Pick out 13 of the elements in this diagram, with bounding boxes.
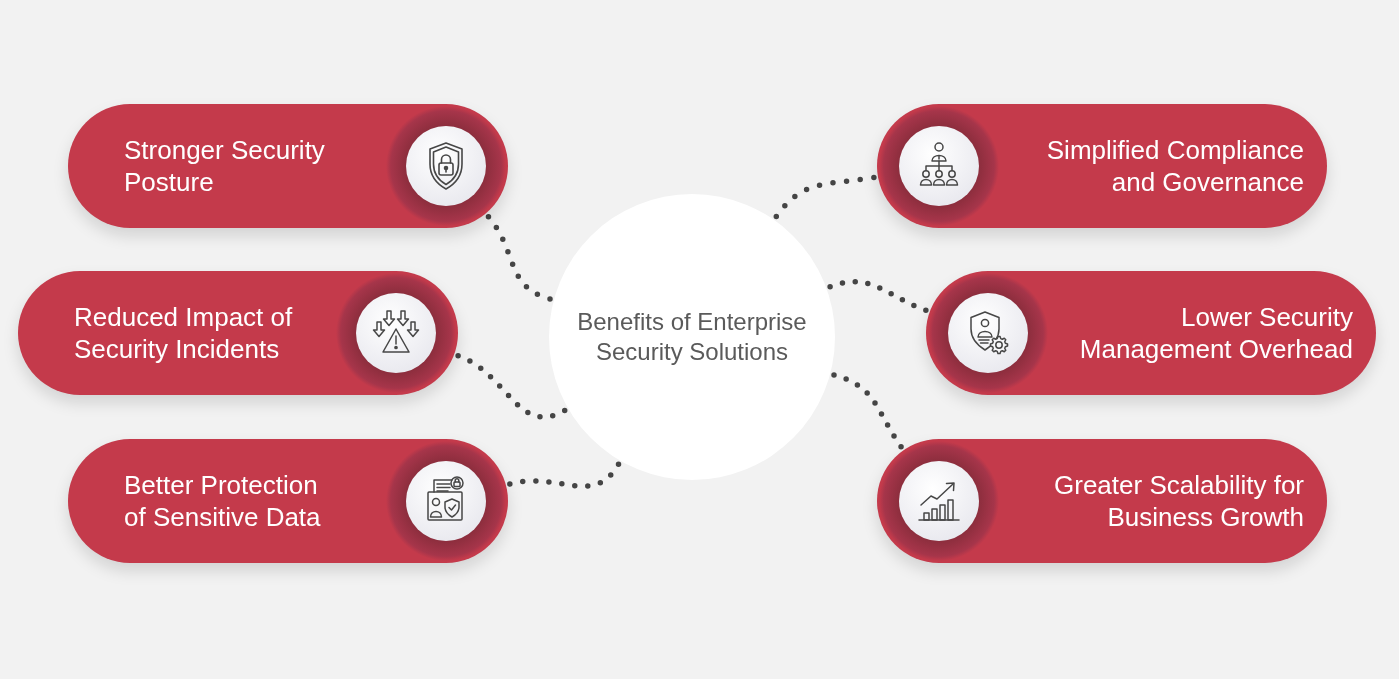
dotted-connector bbox=[507, 461, 622, 489]
benefit-text: Simplified Compliance and Governance bbox=[1045, 134, 1304, 198]
dotted-connector bbox=[773, 174, 877, 220]
benefit-text: Lower Security Management Overhead bbox=[1078, 301, 1353, 365]
dotted-connector bbox=[455, 352, 568, 420]
dotted-connector bbox=[485, 213, 553, 302]
dotted-connector bbox=[827, 279, 929, 314]
benefit-text: Better Protection of Sensitive Data bbox=[124, 469, 322, 533]
benefit-text: Stronger Security Posture bbox=[124, 134, 326, 198]
benefit-text: Greater Scalability for Business Growth bbox=[1053, 469, 1304, 533]
topic-text: Benefits of Enterprise Security Solutions bbox=[576, 307, 808, 367]
benefit-text: Reduced Impact of Security Incidents bbox=[74, 301, 294, 365]
dotted-connector bbox=[831, 372, 904, 450]
